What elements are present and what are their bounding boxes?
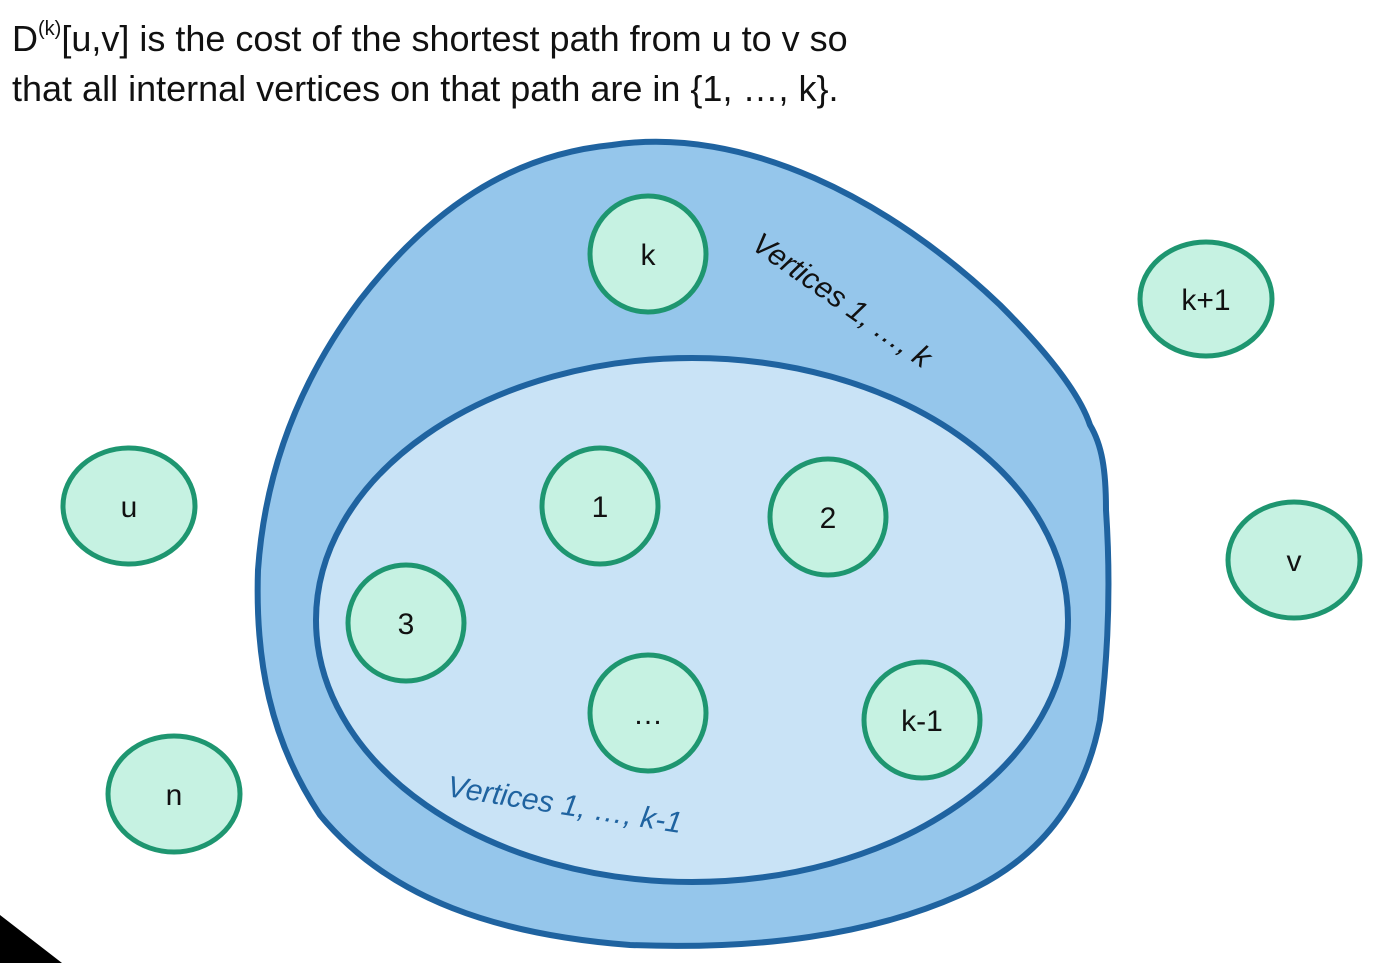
node-n-label: n [166,779,183,812]
node-2: 2 [767,456,889,578]
node-3-label: 3 [398,608,415,641]
node-v: v [1225,499,1363,621]
caption-line1: D(k)[u,v] is the cost of the shortest pa… [12,18,848,59]
node-u-label: u [121,491,138,524]
node-k: k [587,193,709,315]
node-u: u [60,445,198,567]
node-ellipsis-label: … [633,698,663,731]
caption-d: D [12,18,38,59]
node-1-label: 1 [592,491,609,524]
node-v-label: v [1287,545,1302,578]
node-k-minus-1-label: k-1 [901,705,943,738]
node-ellipsis: … [587,652,709,774]
node-2-label: 2 [820,502,837,535]
caption-line2: that all internal vertices on that path … [12,68,839,109]
node-k-minus-1: k-1 [861,659,983,781]
node-n: n [105,733,243,855]
caption: D(k)[u,v] is the cost of the shortest pa… [12,14,1012,114]
caption-line1-rest: [u,v] is the cost of the shortest path f… [61,18,848,59]
node-1: 1 [539,445,661,567]
node-k-label: k [641,239,657,272]
node-k-plus-1-label: k+1 [1181,284,1230,317]
node-k-plus-1: k+1 [1137,239,1275,359]
corner-wedge [0,915,62,963]
caption-superscript: (k) [38,18,62,40]
node-3: 3 [345,562,467,684]
